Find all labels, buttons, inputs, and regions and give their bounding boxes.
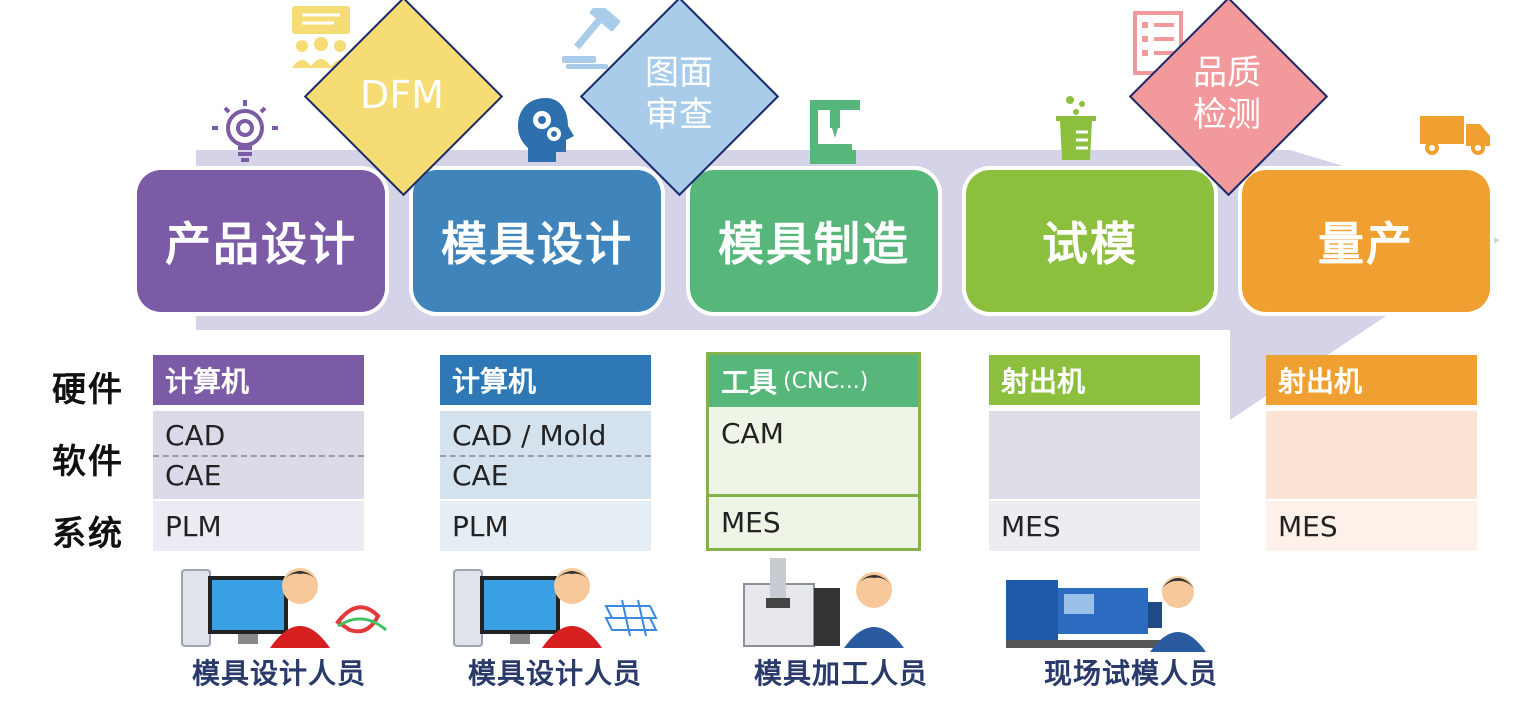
stage-mold-design: 模具设计 bbox=[413, 170, 661, 312]
people-caption-mold-machinist: 模具加工人员 bbox=[754, 657, 929, 690]
designer-workstation-illustration bbox=[181, 568, 387, 648]
people-caption-mold-designer: 模具设计人员 bbox=[468, 657, 643, 690]
machinist-illustration bbox=[743, 558, 904, 648]
hardware-cell: 射出机 bbox=[1266, 355, 1477, 405]
column-trial-mold: 射出机 MES bbox=[989, 355, 1200, 551]
system-cell: PLM bbox=[440, 501, 651, 551]
people-caption-trial-operator: 现场试模人员 bbox=[1044, 657, 1219, 690]
truck-icon bbox=[1420, 116, 1490, 155]
stage-product-design: 产品设计 bbox=[137, 170, 385, 312]
system-cell: PLM bbox=[153, 501, 364, 551]
system-cell: MES bbox=[989, 501, 1200, 551]
hardware-cell: 计算机 bbox=[440, 355, 651, 405]
row-label-system: 系统 bbox=[52, 514, 124, 554]
cnc-machine-icon bbox=[810, 100, 860, 164]
hardware-note: (CNC...) bbox=[783, 368, 869, 394]
column-mass-production: 射出机 MES bbox=[1266, 355, 1477, 551]
dfm-label: DFM bbox=[360, 73, 444, 117]
quality-inspection-line2: 检测 bbox=[1193, 95, 1261, 135]
hardware-cell: 工具 (CNC...) bbox=[709, 355, 918, 407]
head-gears-icon bbox=[518, 98, 574, 162]
system-cell: MES bbox=[1266, 501, 1477, 551]
people-caption-product-designer: 模具设计人员 bbox=[192, 657, 367, 690]
software-cell bbox=[989, 411, 1200, 499]
column-product-design: 计算机 CAD CAE PLM bbox=[153, 355, 364, 551]
hardware-label: 工具 bbox=[721, 366, 778, 399]
drawing-review-line2: 审查 bbox=[645, 95, 713, 135]
stage-mold-manufacturing: 模具制造 bbox=[690, 170, 938, 312]
software-cell: CAM bbox=[709, 407, 918, 497]
column-mold-design: 计算机 CAD / Mold CAE PLM bbox=[440, 355, 651, 551]
column-mold-manufacturing: 工具 (CNC...) CAM MES bbox=[706, 352, 921, 551]
meeting-icon bbox=[292, 6, 350, 68]
hardware-cell: 射出机 bbox=[989, 355, 1200, 405]
injection-machine-operator-illustration bbox=[1006, 576, 1206, 652]
software-line1: CAD / Mold bbox=[452, 419, 607, 452]
software-cell bbox=[1266, 411, 1477, 499]
hardware-cell: 计算机 bbox=[153, 355, 364, 405]
designer-workstation-illustration-2 bbox=[453, 568, 658, 648]
system-cell: MES bbox=[721, 505, 781, 539]
stage-trial-mold: 试模 bbox=[966, 170, 1214, 312]
software-cell: CAD CAE bbox=[153, 411, 364, 499]
software-line2: CAE bbox=[452, 459, 509, 492]
quality-inspection-line1: 品质 bbox=[1193, 53, 1261, 93]
drawing-review-label: 图面 审查 bbox=[579, 52, 779, 136]
software-divider bbox=[153, 455, 364, 457]
quality-inspection-label: 品质 检测 bbox=[1127, 52, 1327, 136]
drawing-review-line1: 图面 bbox=[645, 53, 713, 93]
software-line1: CAM bbox=[721, 417, 784, 450]
software-divider bbox=[440, 455, 651, 457]
software-cell: CAD / Mold CAE bbox=[440, 411, 651, 499]
lightbulb-gear-icon bbox=[212, 100, 278, 162]
software-line2: CAE bbox=[165, 459, 222, 492]
row-label-software: 软件 bbox=[52, 442, 124, 482]
row-label-hardware: 硬件 bbox=[52, 370, 124, 410]
gavel-icon bbox=[562, 8, 621, 69]
software-line1: CAD bbox=[165, 419, 226, 452]
stage-mass-production: 量产 bbox=[1242, 170, 1490, 312]
beaker-icon bbox=[1056, 96, 1096, 160]
